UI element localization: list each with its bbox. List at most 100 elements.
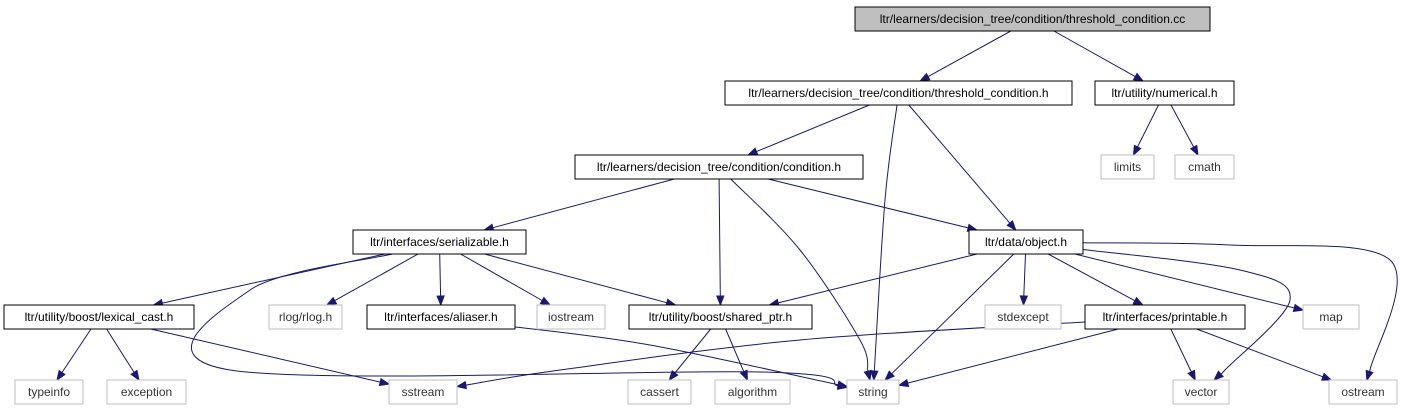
node-exception: exception [106, 379, 187, 405]
edge-arrowhead [739, 369, 748, 382]
node-box [724, 80, 1073, 106]
edge-line [106, 328, 135, 373]
node-cmath: cmath [1174, 154, 1235, 180]
edge-obj-to-vector [1082, 249, 1291, 381]
node-label: stdexcept [997, 310, 1049, 324]
edge-line [61, 328, 92, 373]
edge-line [777, 253, 978, 304]
edge-line [891, 253, 1015, 375]
edge-line [674, 328, 712, 374]
node-box [846, 379, 900, 405]
node-sp[interactable]: ltr/utility/boost/shared_ptr.h [628, 304, 813, 330]
edge-arrowhead [668, 369, 679, 382]
node-box [3, 304, 195, 330]
node-label: ltr/interfaces/aliaser.h [384, 310, 497, 324]
node-rlog: rlog/rlog.h [268, 304, 343, 330]
edge-obj-to-sp [768, 253, 978, 307]
edge-line [927, 30, 1012, 78]
edge-arrowhead [897, 378, 910, 388]
edge-arrowhead [884, 370, 895, 381]
node-label: cmath [1188, 160, 1221, 174]
edge-line [1196, 328, 1324, 378]
node-label: rlog/rlog.h [279, 310, 332, 324]
edge-arrowhead [1292, 303, 1305, 312]
node-lex[interactable]: ltr/utility/boost/lexical_cast.h [3, 304, 195, 330]
edge-line [725, 328, 745, 372]
edge-arrowhead [1019, 295, 1029, 307]
edge-cond-to-ser [482, 178, 675, 232]
node-vector: vector [1172, 379, 1230, 405]
edge-pr-to-sstream [455, 321, 1086, 390]
node-pr[interactable]: ltr/interfaces/printable.h [1084, 304, 1246, 330]
node-box [366, 304, 516, 330]
edge-line [1082, 249, 1291, 377]
edge-arrowhead [870, 370, 879, 382]
node-label: ltr/learners/decision_tree/condition/thr… [748, 86, 1048, 100]
edge-obj-to-pr [1047, 253, 1145, 306]
edge-obj-to-string [884, 253, 1015, 381]
node-ostream: ostream [1328, 379, 1398, 405]
edge-root-to-th [918, 30, 1012, 82]
edge-obj-to-ostream [1082, 242, 1398, 382]
edge-line [1023, 253, 1026, 297]
node-box [1174, 154, 1235, 180]
edge-arrowhead [836, 380, 849, 389]
edge-lex-to-sstream [150, 328, 391, 387]
node-cassert: cassert [627, 379, 692, 405]
node-ali[interactable]: ltr/interfaces/aliaser.h [366, 304, 516, 330]
edge-arrowhead [1132, 72, 1145, 82]
node-box [106, 379, 187, 405]
edge-lex-to-typeinfo [56, 328, 92, 382]
node-label: cassert [640, 385, 679, 399]
edge-line [439, 253, 442, 297]
node-box [388, 379, 458, 405]
nodes-layer: ltr/learners/decision_tree/condition/thr… [3, 6, 1398, 405]
edge-line [190, 253, 839, 387]
edge-arrowhead [1187, 369, 1196, 382]
edge-sp-to-cassert [668, 328, 712, 382]
node-stdex: stdexcept [984, 304, 1062, 330]
edge-sp-to-algorithm [725, 328, 748, 382]
edge-pr-to-ostream [1196, 328, 1333, 381]
node-num[interactable]: ltr/utility/numerical.h [1094, 80, 1235, 106]
edge-arrowhead [746, 147, 759, 156]
edge-arrowhead [1365, 369, 1374, 382]
node-box [536, 304, 606, 330]
node-label: ltr/interfaces/printable.h [1103, 310, 1228, 324]
edge-line [1047, 253, 1136, 302]
node-cond[interactable]: ltr/learners/decision_tree/condition/con… [574, 154, 864, 180]
edge-arrowhead [1132, 144, 1142, 157]
node-box [714, 379, 791, 405]
edge-arrowhead [130, 369, 140, 382]
node-box [1094, 80, 1235, 106]
edge-th-to-string [870, 104, 898, 382]
node-obj[interactable]: ltr/data/object.h [968, 229, 1084, 255]
node-limits: limits [1100, 154, 1155, 180]
node-label: string [858, 385, 887, 399]
edge-ser-to-sp [484, 253, 677, 307]
node-label: ltr/utility/numerical.h [1111, 86, 1217, 100]
edge-line [873, 104, 898, 372]
node-box [1328, 379, 1398, 405]
edge-num-to-limits [1132, 104, 1159, 157]
edge-arrowhead [436, 295, 445, 307]
node-th[interactable]: ltr/learners/decision_tree/condition/thr… [724, 80, 1073, 106]
node-box [14, 379, 84, 405]
node-string: string [846, 379, 900, 405]
edge-line [334, 253, 419, 302]
edge-line [460, 253, 543, 301]
node-label: algorithm [728, 385, 777, 399]
edge-line [514, 326, 839, 386]
node-box [628, 304, 813, 330]
node-ser[interactable]: ltr/interfaces/serializable.h [352, 229, 527, 255]
node-label: ltr/utility/boost/shared_ptr.h [649, 310, 792, 324]
edge-arrowhead [716, 295, 725, 307]
node-root[interactable]: ltr/learners/decision_tree/condition/thr… [854, 6, 1211, 32]
node-sstream: sstream [388, 379, 458, 405]
node-box [1172, 379, 1230, 405]
node-box [574, 154, 864, 180]
edge-arrowhead [1189, 144, 1199, 157]
edge-ali-to-string [514, 326, 849, 389]
edge-arrowhead [378, 377, 391, 387]
